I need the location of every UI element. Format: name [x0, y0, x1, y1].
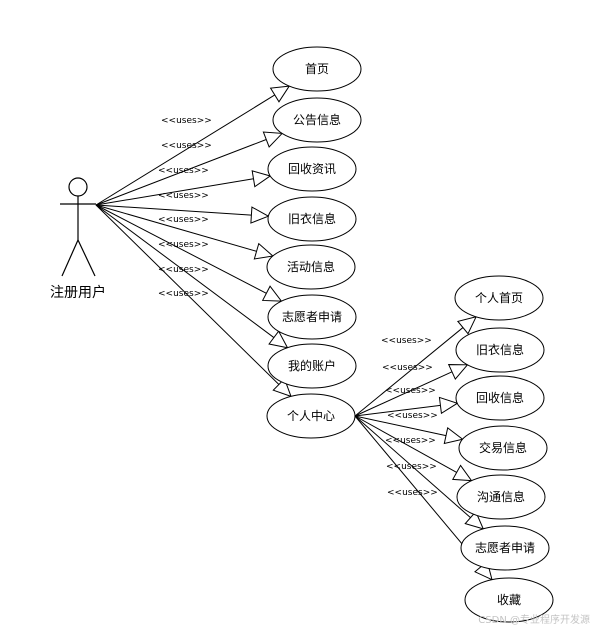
main-edge-2-arrowhead — [251, 170, 272, 188]
usecase-sub-4-label: 沟通信息 — [477, 489, 525, 504]
main-edge-3-line — [95, 204, 252, 216]
main-edge-4-arrowhead — [253, 242, 275, 260]
usecase-sub-0-ellipse — [454, 275, 544, 321]
sub-edge-4-arrowhead — [451, 464, 473, 482]
sub-stereotype-0: <<uses>> — [381, 336, 432, 346]
main-edge-0-arrowhead — [269, 85, 291, 103]
usecase-main-1-ellipse — [272, 97, 362, 143]
sub-stereotype-2: <<uses>> — [385, 386, 436, 396]
main-edge-6-arrowhead — [268, 330, 289, 349]
main-edge-7-line — [95, 204, 280, 385]
main-edge-1-line — [95, 139, 267, 206]
stereotype-labels: <<uses>> <<uses>> <<uses>> <<uses>> <<uses>>… — [158, 116, 438, 498]
edges-layer — [95, 85, 493, 581]
sub-edge-0-line — [354, 327, 464, 417]
usecase-main-4-ellipse — [266, 244, 356, 290]
sub-edge-4-line — [354, 415, 457, 473]
main-edge-6-line — [95, 204, 275, 338]
sub-edge-1-arrowhead — [447, 364, 469, 381]
usecase-sub-5-ellipse — [460, 525, 550, 571]
watermark-text: CSDN @专业程序开发源 — [478, 613, 590, 626]
usecase-main-6-label: 我的账户 — [288, 358, 336, 373]
usecase-sub-1-label: 旧衣信息 — [476, 342, 524, 357]
sub-stereotype-3: <<uses>> — [387, 411, 438, 421]
sub-edge-1-line — [354, 371, 453, 417]
actor-name-label: 注册用户 — [50, 284, 106, 301]
usecase-sub-3-label: 交易信息 — [479, 440, 527, 455]
sub-edge-5-line — [354, 415, 471, 519]
usecase-main-0-ellipse — [272, 46, 362, 92]
main-stereotype-1: <<uses>> — [161, 141, 212, 151]
actor-figure: 注册用户 — [50, 177, 106, 301]
actor-left-leg — [61, 239, 79, 277]
usecase-main-0-label: 首页 — [305, 62, 329, 76]
usecase-sub-3-ellipse — [458, 425, 548, 471]
main-stereotype-5: <<uses>> — [158, 240, 209, 250]
sub-stereotype-5: <<uses>> — [386, 462, 437, 472]
usecase-sub-1-ellipse — [455, 327, 545, 373]
usecase-main-7-label: 个人中心 — [287, 408, 335, 423]
main-stereotype-3: <<uses>> — [158, 191, 209, 201]
usecase-main-3-ellipse — [267, 196, 357, 242]
usecase-sub-2-ellipse — [455, 375, 545, 421]
usecase-sub-5-label: 志愿者申请 — [475, 541, 535, 555]
usecase-sub-6-ellipse — [464, 577, 554, 623]
usecase-main-5-label: 志愿者申请 — [282, 310, 342, 324]
main-stereotype-6: <<uses>> — [158, 265, 209, 275]
main-edge-1-arrowhead — [262, 131, 284, 148]
main-edge-3-arrowhead — [250, 206, 270, 224]
main-edge-4-line — [95, 204, 257, 252]
main-stereotype-2: <<uses>> — [158, 166, 209, 176]
usecase-main-4-label: 活动信息 — [287, 259, 335, 274]
usecase-main-2-label: 回收资讯 — [288, 162, 336, 176]
sub-stereotype-4: <<uses>> — [385, 436, 436, 446]
main-stereotype-4: <<uses>> — [158, 215, 209, 225]
usecase-sub-2-label: 回收信息 — [476, 390, 524, 405]
usecase-main-2-ellipse — [267, 146, 357, 192]
actor-head — [68, 177, 88, 197]
usecase-sub-6-label: 收藏 — [497, 593, 521, 607]
main-edge-5-arrowhead — [261, 285, 283, 302]
usecase-sub-0-label: 个人首页 — [475, 291, 523, 305]
sub-edge-2-arrowhead — [438, 396, 459, 415]
usecase-main-3-label: 旧衣信息 — [288, 211, 336, 226]
sub-edge-3-arrowhead — [443, 426, 464, 445]
sub-edge-0-arrowhead — [456, 316, 477, 335]
main-edge-7-arrowhead — [272, 377, 292, 398]
main-edge-0-line — [95, 94, 276, 206]
sub-edge-5-arrowhead — [464, 510, 485, 530]
use-case-nodes: 首页公告信息回收资讯旧衣信息活动信息志愿者申请我的账户个人中心个人首页旧衣信息回… — [266, 46, 554, 623]
main-edge-2-line — [95, 178, 254, 206]
sub-edge-3-line — [354, 415, 447, 437]
main-edge-5-line — [95, 204, 267, 294]
sub-stereotype-1: <<uses>> — [382, 363, 433, 373]
sub-stereotype-6: <<uses>> — [387, 488, 438, 498]
usecase-main-7-ellipse — [266, 393, 356, 439]
usecase-main-1-label: 公告信息 — [293, 112, 341, 127]
sub-edge-6-line — [354, 415, 482, 567]
sub-edge-2-line — [354, 404, 441, 417]
usecase-main-6-ellipse — [267, 343, 357, 389]
actor-right-leg — [77, 239, 96, 277]
usecase-sub-4-ellipse — [456, 474, 546, 520]
usecase-main-5-ellipse — [267, 294, 357, 340]
main-stereotype-0: <<uses>> — [161, 116, 212, 126]
main-stereotype-7: <<uses>> — [158, 289, 209, 299]
